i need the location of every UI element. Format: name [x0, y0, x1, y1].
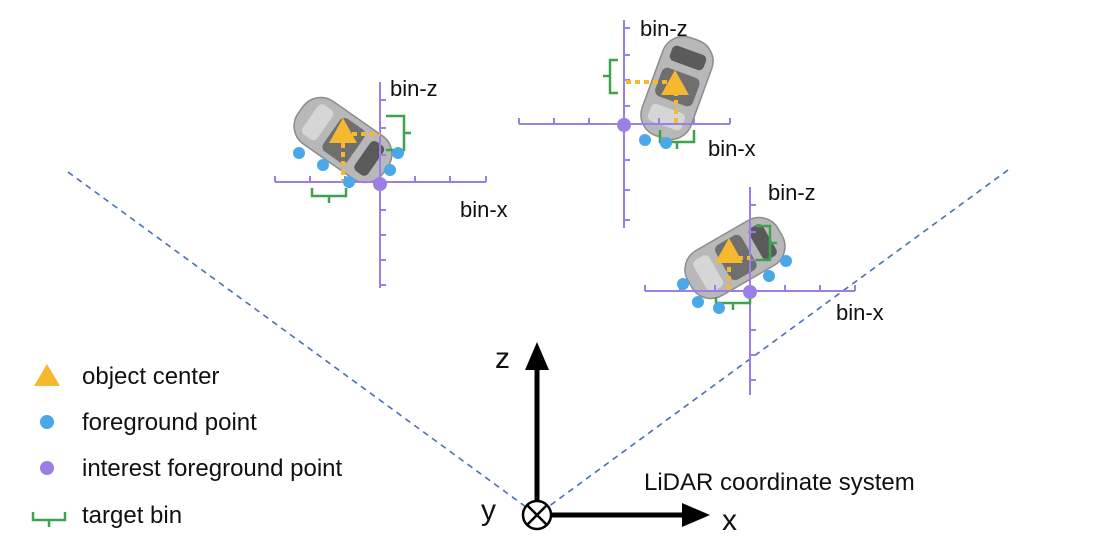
- object-center-1: [329, 118, 357, 143]
- object-group-1: bin-z bin-x: [274, 76, 508, 288]
- object-center-3: [715, 238, 743, 263]
- fov-right-line: [536, 169, 1009, 516]
- legend: object center foreground point interest …: [31, 363, 343, 529]
- z-axis-label: z: [495, 342, 510, 375]
- legend-foreground-point-icon: [40, 415, 54, 429]
- y-axis-into-page-icon: [521, 499, 553, 531]
- legend-object-center-label: object center: [82, 363, 219, 390]
- object-group-3: bin-z bin-x: [644, 180, 884, 395]
- y-axis-label: y: [481, 494, 496, 527]
- legend-target-bin-icon: [31, 512, 67, 527]
- bin-x-label-2: bin-x: [708, 136, 756, 161]
- x-axis-arrowhead: [682, 503, 710, 527]
- interest-point-3: [743, 285, 757, 299]
- bin-x-label-3: bin-x: [836, 300, 884, 325]
- bin-z-label-1: bin-z: [390, 76, 438, 101]
- coordinate-system-caption: LiDAR coordinate system: [644, 469, 915, 496]
- object-center-2: [661, 70, 689, 95]
- bin-z-label-2: bin-z: [640, 16, 688, 41]
- legend-object-center-icon: [34, 364, 60, 386]
- interest-point-2: [617, 118, 631, 132]
- bin-x-label-1: bin-x: [460, 197, 508, 222]
- object-group-2: bin-z bin-x: [518, 16, 756, 228]
- z-axis-arrowhead: [525, 342, 549, 370]
- bin-z-label-3: bin-z: [768, 180, 816, 205]
- lidar-axes: z x y LiDAR coordinate system: [481, 342, 915, 537]
- legend-foreground-point-label: foreground point: [82, 409, 257, 436]
- interest-point-1: [373, 177, 387, 191]
- legend-interest-point-label: interest foreground point: [82, 455, 343, 482]
- legend-target-bin-label: target bin: [82, 502, 182, 529]
- fov-left-line: [67, 171, 538, 516]
- x-axis-label: x: [722, 504, 737, 537]
- legend-interest-point-icon: [40, 461, 54, 475]
